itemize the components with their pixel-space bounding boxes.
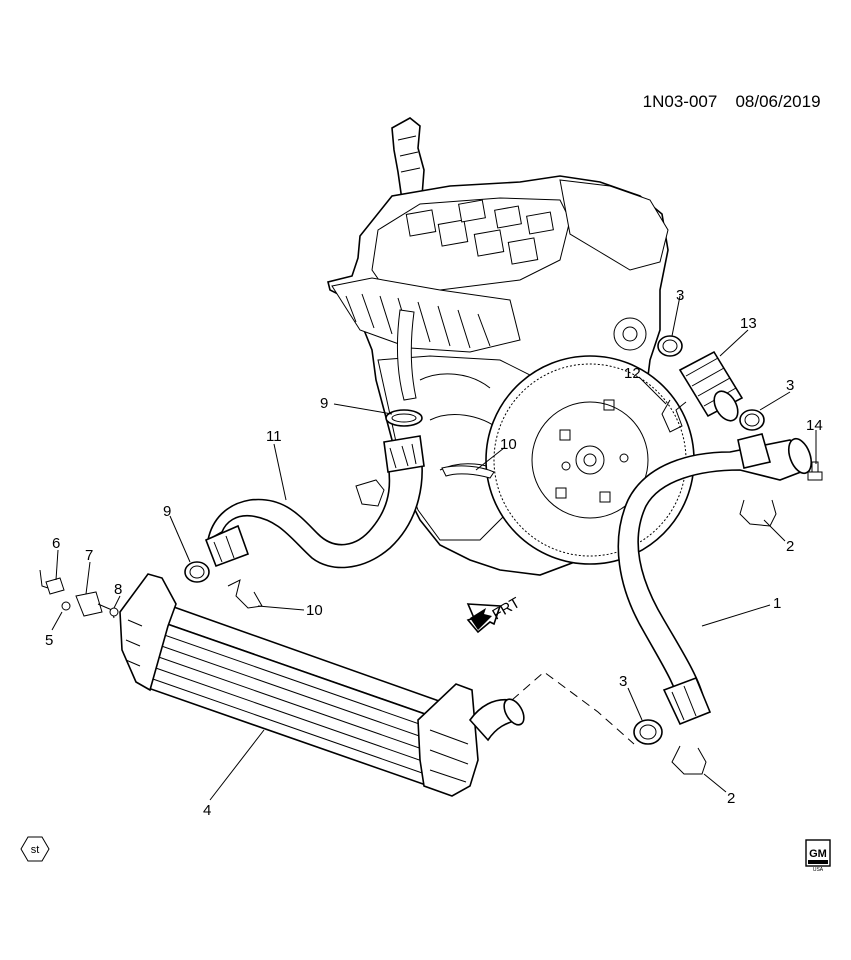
charge-air-cooler-inlet-hose — [204, 435, 425, 569]
badge-st-text: st — [31, 844, 40, 856]
callout-3: 3 — [619, 673, 627, 690]
retaining-clip-2-lower — [671, 745, 707, 775]
retaining-clip-lower — [227, 579, 263, 609]
charge-air-cooler-outlet-hose — [617, 433, 813, 726]
standard-hardware-badge: st — [20, 836, 50, 862]
gm-logo-country: USA — [813, 867, 824, 873]
callout-6: 6 — [52, 535, 60, 552]
callout-12: 12 — [624, 365, 641, 382]
o-ring-resonator-upper — [657, 335, 683, 357]
callout-10: 10 — [500, 436, 517, 453]
callout-2: 2 — [727, 790, 735, 807]
callout-4: 4 — [203, 802, 211, 819]
diagram-code: 1N03-007 — [643, 92, 718, 111]
gm-logo-text: GM — [809, 848, 827, 860]
gm-logo: GM USA — [805, 839, 831, 873]
sensor-bracket-parts — [39, 569, 119, 619]
callout-13: 13 — [740, 315, 757, 332]
bolt — [807, 461, 823, 481]
o-ring-lower — [184, 561, 210, 583]
callout-9: 9 — [320, 395, 328, 412]
connection-line — [511, 671, 635, 745]
diagram-date: 08/06/2019 — [735, 92, 820, 111]
callout-3: 3 — [676, 287, 684, 304]
retaining-clip-12 — [661, 399, 687, 433]
callout-2: 2 — [786, 538, 794, 555]
callout-3: 3 — [786, 377, 794, 394]
callout-8: 8 — [114, 581, 122, 598]
callout-7: 7 — [85, 547, 93, 564]
front-direction-arrow: FRT — [466, 594, 524, 634]
callout-10: 10 — [306, 602, 323, 619]
leader-lines — [51, 295, 817, 801]
callout-1: 1 — [773, 595, 781, 612]
callout-11: 11 — [266, 428, 282, 445]
o-ring-resonator-lower — [739, 409, 765, 431]
o-ring-outlet — [633, 719, 663, 745]
callout-5: 5 — [45, 632, 53, 649]
callout-14: 14 — [806, 417, 823, 434]
callout-labels: 1 2 2 3 3 3 4 5 6 7 8 9 9 10 10 11 12 13… — [45, 287, 823, 819]
retaining-clip-2-upper — [739, 499, 777, 527]
front-label: FRT — [490, 594, 524, 623]
retaining-clip-upper — [441, 465, 495, 479]
charge-air-cooler — [119, 573, 525, 797]
resonator — [678, 350, 744, 422]
callout-9: 9 — [163, 503, 171, 520]
o-ring-upper — [385, 409, 423, 427]
